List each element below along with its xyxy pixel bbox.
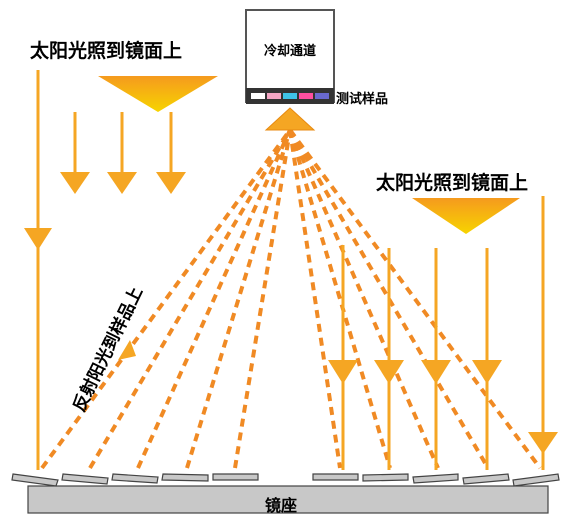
reflected-arrow-head <box>118 340 136 360</box>
mirror <box>512 473 560 487</box>
reflected-rays-left <box>40 128 292 470</box>
reflected-rays-right <box>288 128 542 470</box>
mirrors <box>11 473 560 487</box>
sun-rays-left-short <box>60 112 186 194</box>
mirror <box>161 473 209 482</box>
label-sun-left: 太阳光照到镜面上 <box>30 40 183 62</box>
mirror <box>61 473 109 485</box>
sun-rays-right <box>328 196 558 470</box>
mirror <box>312 473 359 481</box>
test-sample-strip <box>246 88 334 104</box>
mirror <box>212 473 259 481</box>
cooling-channel-box <box>245 9 335 103</box>
label-cooling-channel: 冷却通道 <box>263 44 316 59</box>
mirror <box>462 473 510 485</box>
mirror <box>111 473 159 484</box>
mirror <box>412 473 459 484</box>
label-test-sample: 测试样品 <box>336 92 389 107</box>
mirror <box>11 473 59 487</box>
up-arrow-to-sample <box>264 107 316 131</box>
label-sun-right: 太阳光照到镜面上 <box>376 172 529 194</box>
label-mirror-base: 镜座 <box>264 496 297 515</box>
mirror <box>362 473 409 482</box>
sun-funnel-right <box>412 198 520 234</box>
mirror-base <box>27 485 549 514</box>
sun-ray-left-long <box>24 70 52 470</box>
sun-funnel-left <box>98 76 218 112</box>
